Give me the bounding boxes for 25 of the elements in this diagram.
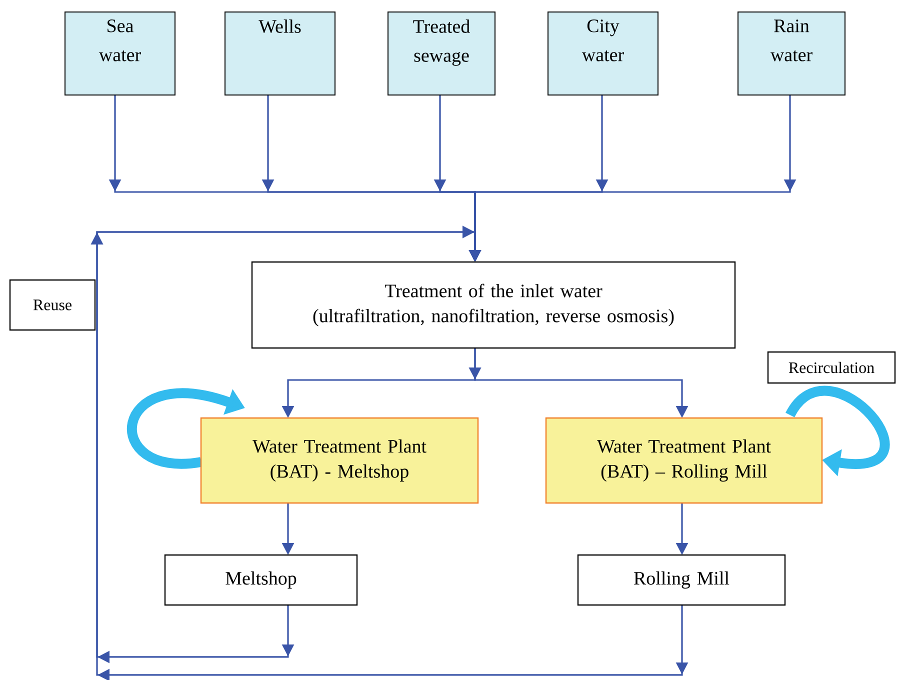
box-text: Treatment of the inlet water (ultrafiltration, nanofiltration, reverse osmosis) (313, 284, 674, 326)
box-text: Wells (258, 20, 301, 33)
source-box (738, 12, 846, 96)
source-box (548, 12, 658, 96)
process-box (164, 554, 358, 606)
source-box (64, 12, 176, 96)
box-text: Sea water (98, 20, 141, 62)
arrow (90, 226, 688, 680)
box-text: Rolling Mill (634, 571, 730, 589)
box-text: Treated sewage (413, 20, 470, 66)
source-box (224, 12, 336, 96)
source-box (388, 12, 496, 96)
box-text: Rain water (770, 20, 812, 62)
box-text: Water Treatment Plant (BAT) – Rolling Mill (597, 439, 771, 482)
label-box (767, 351, 896, 384)
plant-box (200, 417, 479, 504)
process-box (577, 554, 786, 606)
process-box (251, 261, 736, 349)
box-text: Reuse (33, 300, 72, 310)
box-text: Water Treatment Plant (BAT) - Meltshop (252, 439, 426, 482)
box-text: Recirculation (788, 362, 874, 374)
box-text: City water (582, 20, 624, 62)
label-box (9, 279, 96, 331)
plant-box (545, 417, 823, 504)
box-text: Meltshop (226, 571, 296, 589)
